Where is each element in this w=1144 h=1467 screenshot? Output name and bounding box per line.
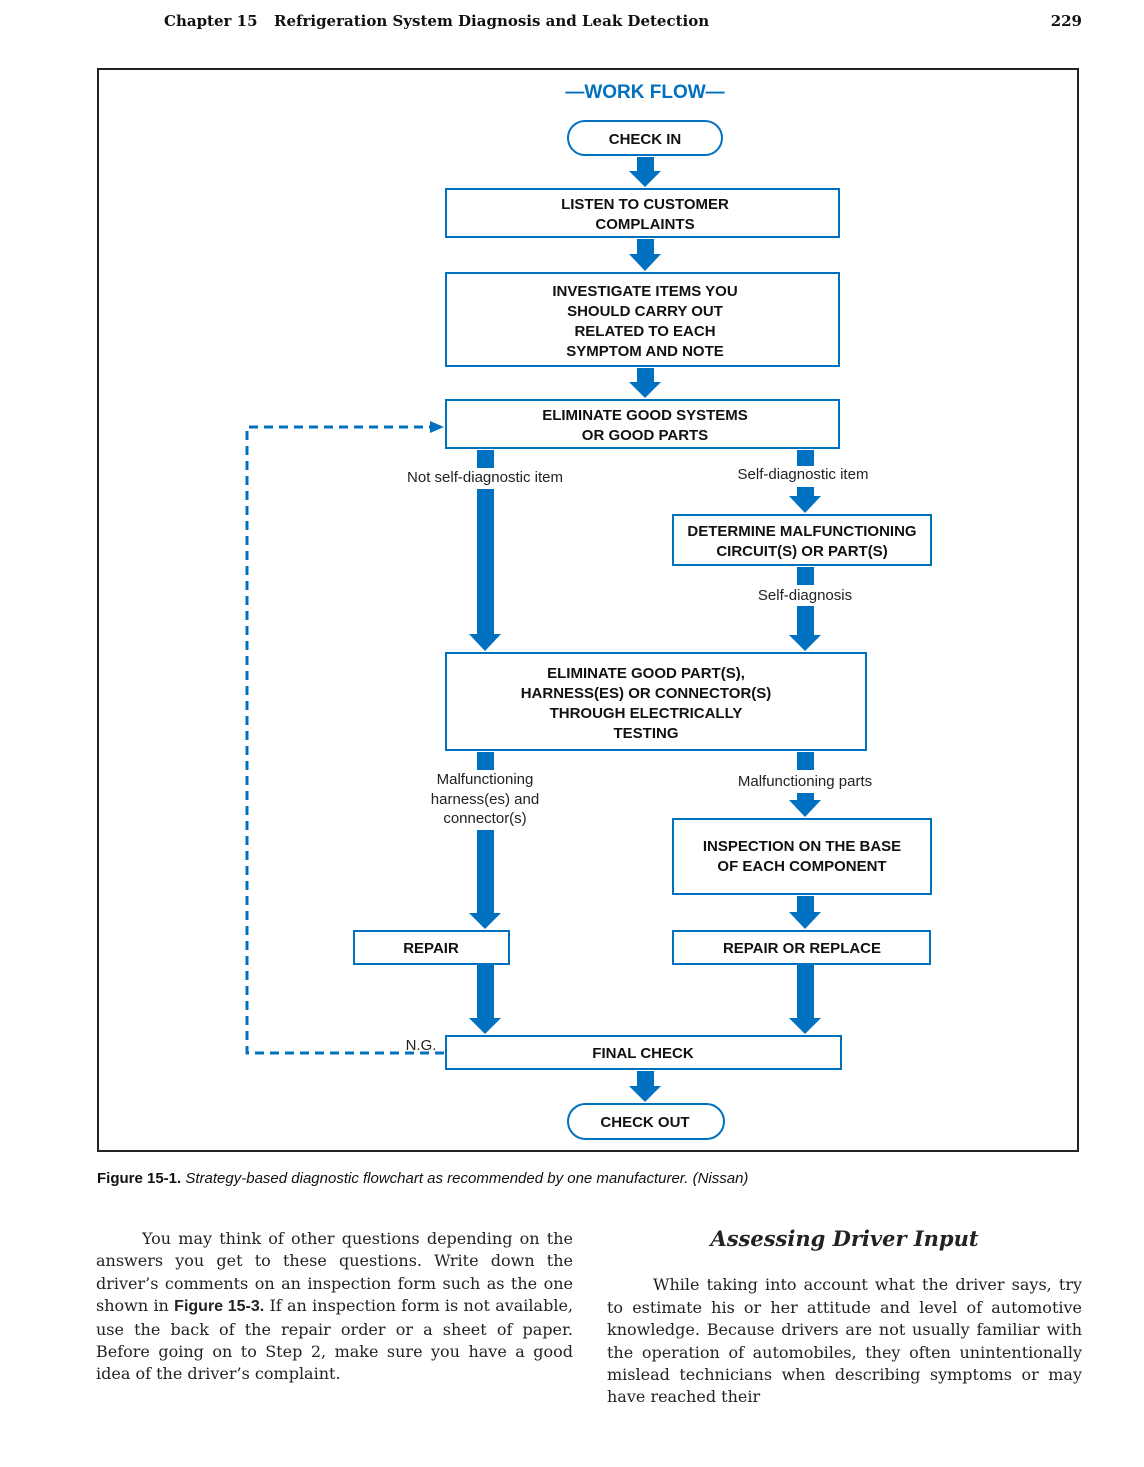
- repair-replace-text: REPAIR OR REPLACE: [723, 940, 881, 957]
- arrow-1: [629, 157, 661, 187]
- investigate-line-4: SYMPTOM AND NOTE: [566, 343, 724, 360]
- label-malf-parts: Malfunctioning parts: [738, 773, 872, 790]
- left-p1-before: You may think of other questions dependi…: [96, 1229, 573, 1316]
- figure-reference: Figure 15-3.: [174, 1298, 265, 1316]
- arrow-right-1: [789, 450, 821, 513]
- label-not-self-diag: Not self-diagnostic item: [407, 469, 563, 486]
- label-self-diag-item: Self-diagnostic item: [738, 466, 869, 483]
- arrow-right-3: [789, 752, 821, 817]
- caption-label: Figure 15-1.: [97, 1170, 182, 1187]
- section-heading: Assessing Driver Input: [710, 1226, 979, 1251]
- arrow-right-2: [789, 567, 821, 651]
- left-column: You may think of other questions dependi…: [96, 1228, 573, 1386]
- node-eliminate-systems: [445, 399, 840, 449]
- caption-text: Strategy-based diagnostic flowchart as r…: [185, 1170, 749, 1187]
- flow-arrows: [469, 157, 821, 1102]
- label-malf-harness-2: harness(es) and: [431, 791, 539, 808]
- figure-frame: [97, 68, 1079, 1152]
- node-repair: [353, 930, 510, 965]
- node-final-check: [445, 1035, 842, 1070]
- node-listen: [445, 188, 840, 238]
- label-malf-harness-1: Malfunctioning: [437, 771, 534, 788]
- arrow-right-5: [789, 965, 821, 1034]
- node-inspection: [672, 818, 932, 895]
- page-header: Chapter 15 Refrigeration System Diagnosi…: [0, 12, 1144, 36]
- ng-arrow-head: [430, 421, 444, 433]
- eliminate-systems-line-1: ELIMINATE GOOD SYSTEMS: [542, 407, 748, 424]
- inspection-line-1: INSPECTION ON THE BASE: [703, 838, 901, 855]
- chapter-label: Chapter 15: [164, 12, 258, 30]
- arrow-left-1: [469, 450, 501, 651]
- right-column: Assessing Driver Input While taking into…: [607, 1226, 1082, 1409]
- final-check-text: FINAL CHECK: [592, 1045, 694, 1062]
- arrow-left-3: [469, 965, 501, 1034]
- eliminate-parts-line-3: THROUGH ELECTRICALLY: [550, 705, 743, 722]
- listen-line-2: COMPLAINTS: [595, 216, 694, 233]
- node-eliminate-parts: [445, 652, 867, 751]
- workflow-flowchart: —WORK FLOW— CHECK IN LISTEN TO CUSTOMER …: [245, 82, 932, 1140]
- left-p1-after: If an inspection form is not available, …: [96, 1296, 573, 1384]
- repair-text: REPAIR: [403, 940, 459, 957]
- eliminate-parts-line-2: HARNESS(ES) OR CONNECTOR(S): [521, 685, 772, 702]
- investigate-line-3: RELATED TO EACH: [574, 323, 715, 340]
- ng-feedback-loop: [245, 425, 444, 1055]
- chapter-title: Refrigeration System Diagnosis and Leak …: [274, 12, 710, 30]
- label-ng: N.G.: [406, 1037, 437, 1054]
- arrow-3: [629, 368, 661, 398]
- inspection-line-2: OF EACH COMPONENT: [717, 858, 886, 875]
- determine-line-1: DETERMINE MALFUNCTIONING: [687, 523, 916, 540]
- label-malf-harness-3: connector(s): [443, 810, 526, 827]
- arrow-final: [629, 1071, 661, 1102]
- node-check-in: [567, 120, 723, 156]
- check-in-text: CHECK IN: [609, 131, 682, 148]
- eliminate-parts-line-1: ELIMINATE GOOD PART(S),: [547, 665, 745, 682]
- check-out-text: CHECK OUT: [600, 1114, 689, 1131]
- listen-line-1: LISTEN TO CUSTOMER: [561, 196, 729, 213]
- arrow-right-4: [789, 896, 821, 929]
- label-self-diagnosis: Self-diagnosis: [758, 587, 852, 604]
- arrow-2: [629, 239, 661, 271]
- eliminate-parts-line-4: TESTING: [613, 725, 678, 742]
- node-determine: [672, 514, 932, 566]
- figure-caption: Figure 15-1. Strategy-based diagnostic f…: [97, 1170, 1057, 1187]
- node-investigate: [445, 272, 840, 367]
- investigate-line-1: INVESTIGATE ITEMS YOU: [552, 283, 737, 300]
- page-number: 229: [1050, 12, 1082, 30]
- node-check-out: [567, 1103, 725, 1140]
- eliminate-systems-line-2: OR GOOD PARTS: [582, 427, 708, 444]
- right-paragraph: While taking into account what the drive…: [607, 1275, 1082, 1407]
- left-paragraph: You may think of other questions dependi…: [96, 1228, 573, 1386]
- arrow-left-2: [469, 752, 501, 929]
- determine-line-2: CIRCUIT(S) OR PART(S): [716, 543, 887, 560]
- flowchart-title: —WORK FLOW—: [565, 82, 724, 103]
- node-repair-replace: [672, 930, 931, 965]
- investigate-line-2: SHOULD CARRY OUT: [567, 303, 723, 320]
